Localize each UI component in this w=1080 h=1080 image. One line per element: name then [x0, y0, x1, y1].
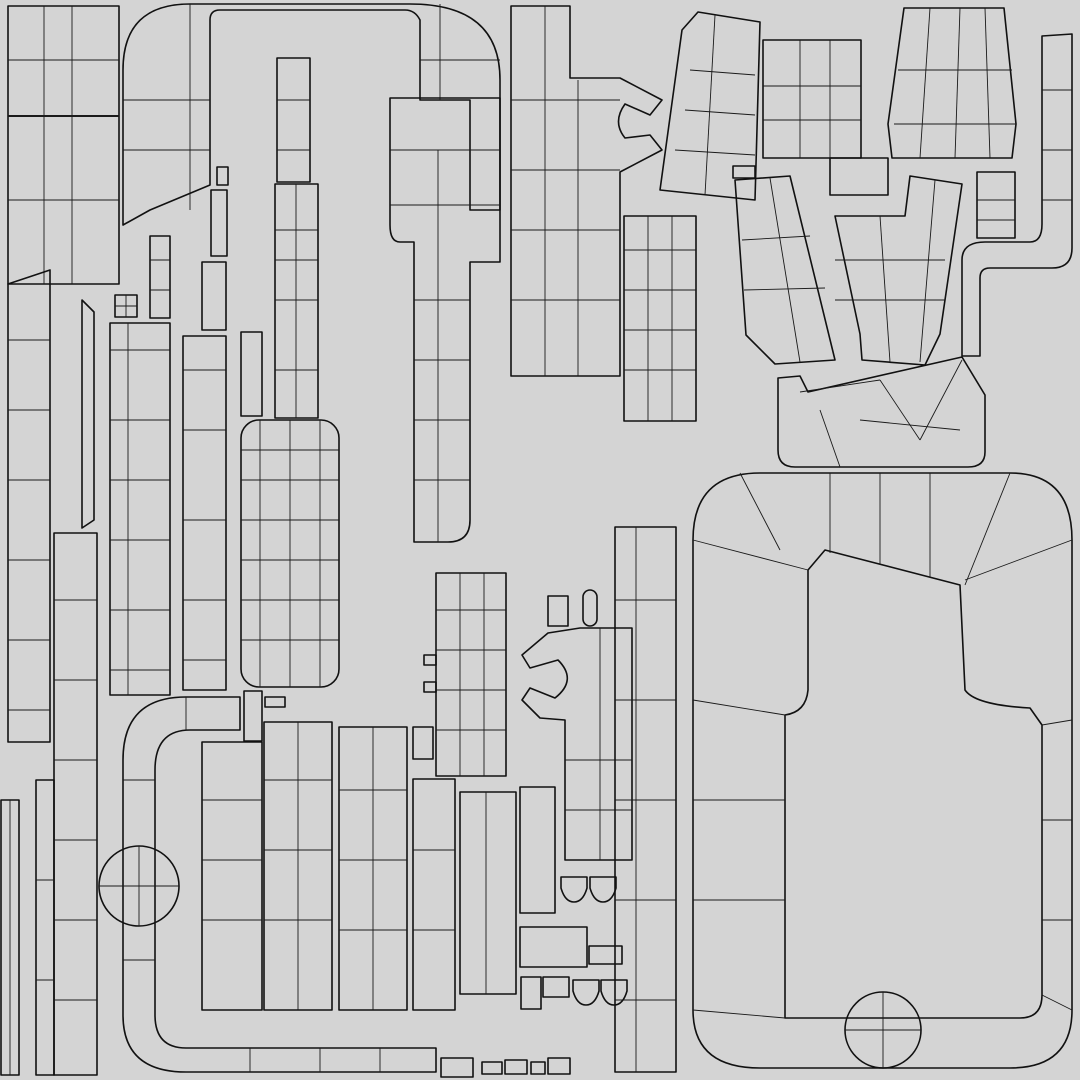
fan-panel-top-right [887, 7, 1017, 159]
fan-panel-top-center [762, 39, 889, 196]
claw-panel-top [510, 5, 663, 377]
center-tall-strips [274, 57, 319, 419]
center-elbow-pipe [389, 97, 501, 543]
grid-panel-center [423, 572, 507, 777]
fan-panel-top-left [659, 11, 761, 201]
rounded-grid-panel [240, 419, 340, 688]
bottom-strip-panels [201, 690, 556, 1011]
grid-panel-upper-mid [623, 215, 697, 422]
right-elbow-pipe [961, 33, 1073, 357]
triangulated-plate [777, 356, 986, 468]
small-boxes-top-right [732, 165, 1016, 239]
small-parts-bottom [440, 876, 628, 1078]
claw-panel-bottom [521, 526, 677, 1073]
top-arch-pipe [122, 3, 501, 226]
bottom-curved-pipe [98, 696, 437, 1073]
left-thin-strips [0, 235, 171, 1076]
fan-panel-mid-right [834, 175, 963, 366]
left-tall-panel [7, 5, 120, 743]
left-rect-strips [109, 166, 263, 696]
fan-panel-mid-left [734, 175, 836, 365]
large-rounded-frame [692, 472, 1073, 1069]
